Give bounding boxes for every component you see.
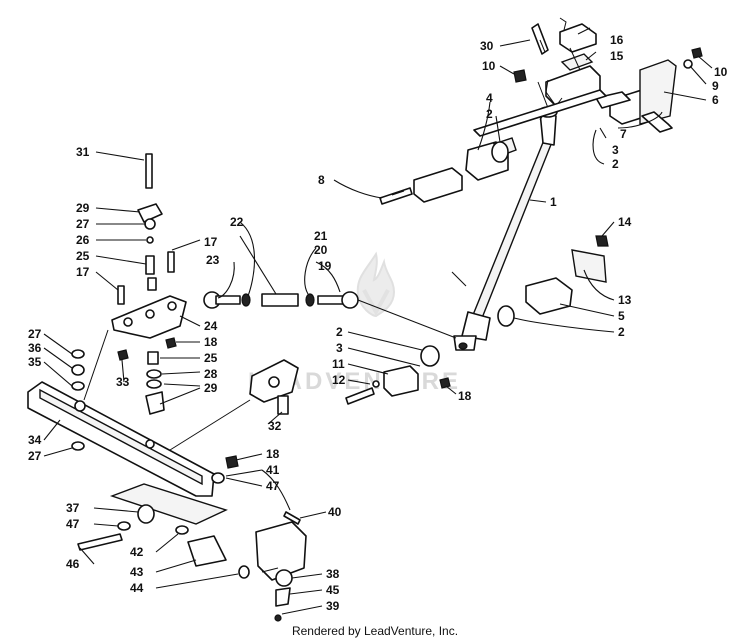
callout-45: 45 (326, 583, 340, 597)
callout-8: 8 (318, 173, 325, 187)
tie-bar (27, 329, 251, 497)
callout-26: 26 (76, 233, 90, 247)
callout-43: 43 (130, 565, 144, 579)
callout-46: 46 (66, 557, 80, 571)
callout-3-upper: 3 (612, 143, 619, 157)
callout-28: 28 (204, 367, 218, 381)
callout-27-lower: 27 (28, 449, 42, 463)
callout-9: 9 (712, 79, 719, 93)
callout-36: 36 (28, 341, 42, 355)
callout-11: 11 (332, 357, 345, 371)
callout-31: 31 (76, 145, 90, 159)
upper-left-clamp (379, 137, 517, 205)
callout-47-right: 47 (266, 479, 280, 493)
pivot-arm-stack (111, 153, 187, 415)
callout-18-lower: 18 (266, 447, 280, 461)
spindle-arm-plate (249, 359, 299, 415)
callout-4: 4 (486, 91, 493, 105)
callout-42: 42 (130, 545, 144, 559)
callout-10-right: 10 (714, 65, 728, 79)
callout-40: 40 (328, 505, 342, 519)
callout-27-upper: 27 (76, 217, 90, 231)
callout-38: 38 (326, 567, 340, 581)
callout-25-upper: 25 (76, 249, 90, 263)
callout-15: 15 (610, 49, 624, 63)
footer-credit: Rendered by LeadVenture, Inc. (291, 624, 459, 638)
callout-7: 7 (620, 127, 627, 141)
drag-link (203, 291, 457, 339)
callout-35: 35 (28, 355, 42, 369)
leadventure-flame-icon (348, 250, 404, 325)
callout-27-left: 27 (28, 327, 42, 341)
callout-29-upper: 29 (76, 201, 90, 215)
callout-18-right: 18 (458, 389, 472, 403)
callout-33: 33 (116, 375, 130, 389)
callout-13: 13 (618, 293, 632, 307)
mid-right-bracket (497, 235, 609, 327)
callout-32: 32 (268, 419, 282, 433)
callout-20: 20 (314, 243, 328, 257)
callout-2-lower: 2 (336, 325, 343, 339)
callout-29-lower: 29 (204, 381, 218, 395)
callout-24: 24 (204, 319, 218, 333)
callout-6: 6 (712, 93, 719, 107)
callout-30: 30 (480, 39, 494, 53)
callout-47-left: 47 (66, 517, 80, 531)
callout-12: 12 (332, 373, 346, 387)
callout-17-left: 17 (76, 265, 90, 279)
callout-1: 1 (550, 195, 557, 209)
callout-39: 39 (326, 599, 340, 613)
callout-labels: 30 16 15 10 10 9 6 4 2 7 3 2 8 1 31 29 2… (28, 33, 728, 613)
leader-lines (43, 27, 713, 615)
callout-3-lower: 3 (336, 341, 343, 355)
callout-2-right: 2 (618, 325, 625, 339)
callout-23: 23 (206, 253, 220, 267)
callout-21: 21 (314, 229, 328, 243)
upper-bracket (473, 47, 703, 137)
callout-25-lower: 25 (204, 351, 218, 365)
callout-18-left: 18 (204, 335, 218, 349)
callout-34: 34 (28, 433, 42, 447)
callout-10: 10 (482, 59, 496, 73)
callout-14: 14 (618, 215, 632, 229)
callout-5: 5 (618, 309, 625, 323)
callout-22: 22 (230, 215, 244, 229)
callout-44: 44 (130, 581, 144, 595)
callout-2-upper-right: 2 (612, 157, 619, 171)
callout-2-upper: 2 (486, 107, 493, 121)
callout-37: 37 (66, 501, 80, 515)
callout-19: 19 (318, 259, 332, 273)
callout-41: 41 (266, 463, 280, 477)
callout-16: 16 (610, 33, 624, 47)
lower-clamp (345, 345, 451, 405)
callout-17-mid: 17 (204, 235, 218, 249)
